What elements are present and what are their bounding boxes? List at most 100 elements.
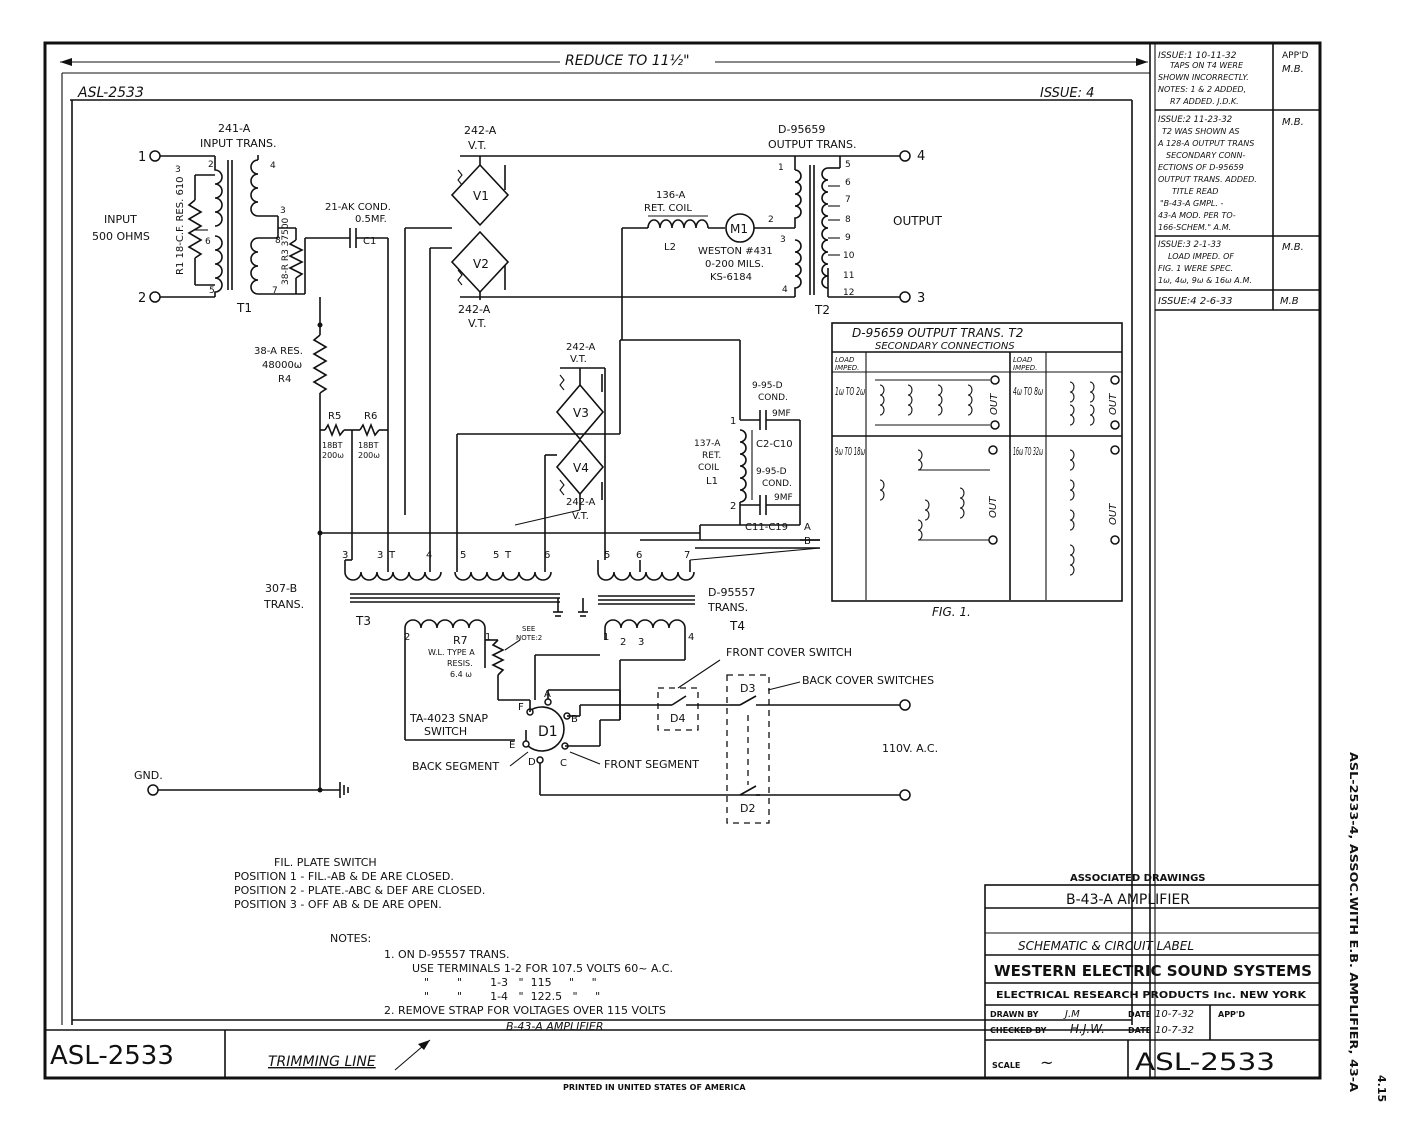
drawn-by-label: DRAWN BY [990, 1010, 1039, 1019]
meter-m1-label: M1 [730, 222, 748, 236]
fig1-out-2: OUT [1108, 393, 1119, 415]
svg-text:5: 5 [493, 550, 499, 561]
trimming-line-label: TRIMMING LINE [268, 1054, 376, 1070]
back-segment-label: BACK SEGMENT [412, 760, 499, 773]
switch-notes-line-3: POSITION 3 - OFF AB & DE ARE OPEN. [234, 898, 442, 911]
svg-text:9: 9 [845, 233, 851, 243]
r6-value-1: 18BT [358, 441, 379, 450]
resistor-r4 [312, 297, 328, 790]
c-top-type: 9-95-D [752, 381, 783, 391]
tube-v4-type: 242-A [566, 497, 595, 508]
revision-line: 1ω, 4ω, 9ω & 16ω A.M. [1158, 276, 1252, 285]
fig1-out-3: OUT [988, 496, 999, 518]
svg-text:T: T [504, 550, 512, 561]
fig1-col-header-2: IMPED. [835, 364, 859, 372]
notes-line-4: " " 1-4 " 122.5 " " [424, 990, 600, 1003]
t4-ref: T4 [729, 619, 745, 633]
revision-appd: M.B. [1282, 64, 1304, 75]
notes-line-1: 1. ON D-95557 TRANS. [384, 948, 509, 961]
d2-label: D2 [740, 802, 755, 815]
r1-label: R1 18-C.F. RES. 610 [175, 176, 186, 275]
front-cover-label: FRONT COVER SWITCH [726, 646, 852, 659]
c1-ref: C1 [363, 236, 376, 247]
r4-ref: R4 [278, 374, 291, 385]
svg-text:2: 2 [620, 637, 626, 648]
notes-line-3: " " 1-3 " 115 " " [424, 976, 597, 989]
drawn-date-value: 10-7-32 [1155, 1009, 1194, 1020]
resistor-r7 [485, 639, 521, 700]
associated-drawings-label: ASSOCIATED DRAWINGS [1070, 873, 1205, 884]
coil-l2-type: 136-A [656, 190, 685, 201]
svg-text:4: 4 [688, 632, 694, 643]
svg-text:12: 12 [843, 288, 854, 298]
drawn-by-value: J.M [1063, 1009, 1080, 1020]
snap-label-2: SWITCH [424, 725, 467, 738]
r6-value-2: 200ω [358, 451, 380, 460]
resistors-r5-r6 [320, 228, 431, 560]
checked-date-label: DATE [1128, 1026, 1151, 1035]
tube-top-vt: V.T. [468, 139, 487, 152]
d1-label: D1 [538, 724, 558, 740]
tubes-v3-v4 [456, 339, 740, 560]
svg-text:1: 1 [485, 632, 491, 643]
cover-switch-d4 [657, 659, 730, 731]
l1-ret: RET. [702, 451, 721, 461]
svg-text:4: 4 [270, 161, 276, 171]
revision-appd-header: APP'D [1282, 51, 1308, 61]
t1-ref: T1 [236, 301, 252, 315]
page-ref: 4.15 [1375, 1075, 1388, 1102]
revision-line: ECTIONS OF D-95659 [1158, 163, 1244, 172]
t3-name-label: TRANS. [263, 598, 304, 611]
back-cover-label: BACK COVER SWITCHES [802, 674, 934, 687]
revision-line: OUTPUT TRANS. ADDED. [1158, 175, 1257, 184]
snap-switch-pin-labels: AB CD EF [509, 689, 578, 769]
svg-text:6: 6 [636, 550, 642, 561]
revision-appd: M.B [1280, 296, 1299, 307]
checked-by-label: CHECKED BY [990, 1026, 1047, 1035]
svg-text:3: 3 [280, 206, 286, 216]
transformer-t3 [320, 532, 700, 741]
c1-type-label: 21-AK COND. [325, 202, 391, 213]
scale-label: SCALE [992, 1061, 1020, 1070]
input-impedance-label: 500 OHMS [92, 230, 150, 243]
tube-mid-type: 242-A [458, 303, 491, 316]
svg-text:7: 7 [272, 286, 278, 296]
fig1-table [831, 322, 1123, 602]
fig1-load-3: 9ω TO 18ω [835, 445, 865, 458]
c-bot-value: 9MF [774, 493, 793, 503]
r7-type: W.L. TYPE A [428, 648, 475, 657]
tube-v2-label: V2 [473, 257, 489, 271]
t3-ref: T3 [355, 614, 371, 628]
l1-ref: L1 [706, 476, 718, 487]
fig1-load-1: 1ω TO 2ω [835, 385, 865, 398]
capacitor-c1 [304, 228, 388, 294]
transformer-t2 [794, 156, 900, 298]
terminal-out-3-label: 3 [917, 291, 925, 306]
c-bot-type: 9-95-D [756, 467, 787, 477]
r7-value: 6.4 ω [450, 670, 472, 679]
drawing-number-left: ASL-2533 [50, 1041, 174, 1071]
title-block [984, 884, 1321, 1079]
r6-ref: R6 [364, 411, 377, 422]
revision-row-4: ISSUE:4 2-6-33 M.B [1158, 296, 1299, 307]
revision-line: R7 ADDED. J.D.K. [1170, 97, 1239, 106]
c-top-ref: C2-C10 [756, 439, 793, 450]
transformer-t1 [214, 155, 305, 297]
transformer-t4 [534, 547, 821, 720]
see-note-2: NOTE:2 [516, 634, 542, 642]
revision-line: "B-43-A GMPL. - [1160, 199, 1223, 208]
svg-text:7: 7 [684, 550, 690, 561]
terminal-out-4-label: 4 [917, 149, 925, 164]
gnd-label: GND. [134, 769, 163, 782]
ac-label: 110V. A.C. [882, 742, 938, 755]
svg-text:7: 7 [845, 195, 851, 205]
associated-item: B-43-A AMPLIFIER [1066, 892, 1190, 908]
t1-type-label: 241-A [218, 122, 251, 135]
c-top-cond: COND. [758, 393, 788, 403]
terminal-in-2-label: 2 [138, 291, 146, 306]
tube-v1-label: V1 [473, 189, 489, 203]
r4-type-label: 38-A RES. [254, 346, 303, 357]
r5-value-2: 200ω [322, 451, 344, 460]
svg-text:2: 2 [768, 215, 774, 225]
